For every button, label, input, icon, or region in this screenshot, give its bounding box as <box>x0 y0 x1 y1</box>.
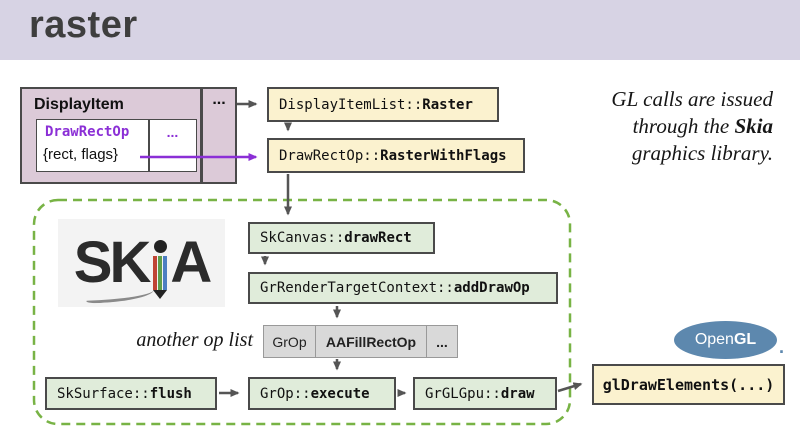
box-grop-execute: GrOp::execute <box>248 377 396 410</box>
label-method: addDrawOp <box>453 280 530 296</box>
box-drawrectop-rasterwithflags: DrawRectOp::RasterWithFlags <box>267 138 525 173</box>
gl-note-line2: through the Skia <box>611 113 773 140</box>
label-prefix: DrawRectOp:: <box>279 147 381 164</box>
skia-pencil-tip <box>153 290 168 299</box>
box-grglgpu-draw: GrGLGpu::draw <box>413 377 557 410</box>
skia-logo: SK A <box>58 219 225 307</box>
label-prefix: GrGLGpu:: <box>425 385 501 402</box>
page-title: raster <box>29 4 138 46</box>
label-method: glDrawElements(...) <box>602 375 775 394</box>
display-item-title: DisplayItem <box>34 96 124 113</box>
label-prefix: SkCanvas:: <box>260 230 345 246</box>
label-prefix: SkSurface:: <box>57 385 150 402</box>
label-method: RasterWithFlags <box>380 147 507 164</box>
label-prefix: GrOp:: <box>260 385 311 402</box>
opengl-text-open: Open <box>694 331 734 348</box>
skia-letters-sk: SK <box>73 230 152 295</box>
draw-rect-op-args: {rect, flags} <box>43 146 119 163</box>
box-grrendertargetcontext-adddrawop: GrRenderTargetContext::addDrawOp <box>248 272 558 304</box>
box-displayitemlist-raster: DisplayItemList::Raster <box>267 87 499 122</box>
skia-swoosh <box>85 287 155 304</box>
skia-pencil-dot <box>153 240 167 253</box>
skia-pencil-stripes <box>153 256 168 290</box>
draw-rect-op-name: DrawRectOp <box>45 124 130 140</box>
op-list-row: GrOp AAFillRectOp ... <box>263 325 458 358</box>
opengl-period: . <box>778 337 784 357</box>
gl-note-skia: Skia <box>734 114 773 138</box>
skia-logo-row: SK A <box>73 230 212 304</box>
label-method: draw <box>500 385 535 402</box>
skia-pencil-icon <box>153 240 168 299</box>
slide-header: raster <box>0 0 800 60</box>
gl-note-line1: GL calls are issued <box>611 87 773 111</box>
draw-rect-op-ellipsis: ... <box>166 124 179 140</box>
display-item-ellipsis: ... <box>212 91 226 108</box>
box-sksurface-flush: SkSurface::flush <box>45 377 217 410</box>
opengl-text-gl: GL <box>733 331 757 348</box>
gl-note: GL calls are issued through the Skia gra… <box>611 86 773 167</box>
draw-rect-op-divider <box>148 120 150 171</box>
op-list-caption: another op list <box>136 329 253 351</box>
op-cell-aafillrectop: AAFillRectOp <box>314 325 428 358</box>
label-prefix: DisplayItemList:: <box>279 96 423 113</box>
draw-rect-op-item: DrawRectOp {rect, flags} ... <box>36 119 197 172</box>
gl-note-line2-text: through the <box>632 114 735 138</box>
label-prefix: GrRenderTargetContext:: <box>260 280 454 296</box>
skia-letter-a: A <box>170 230 212 295</box>
op-cell-ellipsis: ... <box>426 325 458 358</box>
gl-note-line3: graphics library. <box>631 141 773 165</box>
label-method: execute <box>310 385 370 402</box>
op-cell-grop: GrOp <box>263 325 316 358</box>
box-skcanvas-drawrect: SkCanvas::drawRect <box>248 222 435 254</box>
display-item-divider <box>200 89 203 182</box>
arrow-draw-to-gldrawelements <box>557 382 583 393</box>
label-method: flush <box>149 385 192 402</box>
label-method: drawRect <box>344 230 412 246</box>
label-method: Raster <box>422 96 473 113</box>
display-item-box: DisplayItem ... DrawRectOp {rect, flags}… <box>20 87 237 184</box>
box-gldrawelements: glDrawElements(...) <box>592 364 785 405</box>
